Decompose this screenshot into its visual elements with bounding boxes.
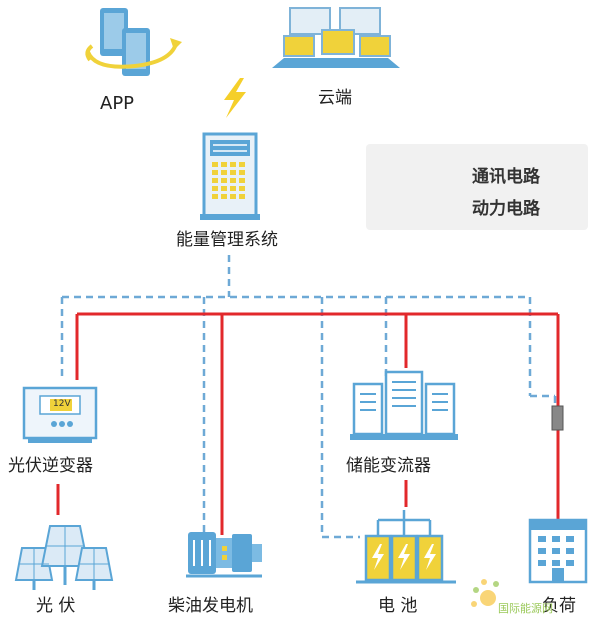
pv-inverter-label: 光伏逆变器: [8, 456, 93, 476]
battery-label: 电 池: [378, 596, 418, 616]
watermark-logo-icon: [471, 579, 499, 607]
legend: 通讯电路 动力电路: [366, 144, 588, 230]
storage-converter-label: 储能变流器: [346, 456, 431, 476]
ems-cabinet-icon: [200, 132, 260, 220]
load-breaker-icon: [551, 405, 564, 431]
diesel-generator-label: 柴油发电机: [168, 596, 253, 616]
power-lines: [56, 312, 560, 535]
pv-label: 光 伏: [36, 596, 76, 616]
comm-lines: [60, 255, 557, 540]
app-label: APP: [100, 93, 135, 114]
legend-power-label: 动力电路: [472, 199, 540, 219]
storage-converter-icon: [350, 370, 458, 440]
lightning-icon: [224, 78, 246, 118]
diesel-generator-icon: [186, 532, 262, 578]
inverter-display-text: 12V: [53, 399, 71, 409]
battery-icon: [356, 510, 456, 584]
cloud-servers-icon: [272, 7, 400, 68]
solar-panels-icon: [14, 525, 114, 590]
cloud-label: 云端: [318, 88, 352, 108]
watermark-text: 国际能源网: [498, 602, 553, 615]
legend-comm-label: 通讯电路: [472, 167, 540, 187]
load-building-icon: [528, 518, 588, 584]
load-label: 负荷: [542, 596, 576, 616]
app-phones-icon: [85, 8, 182, 76]
pv-inverter-icon: [22, 386, 98, 443]
ems-label: 能量管理系统: [176, 230, 278, 250]
